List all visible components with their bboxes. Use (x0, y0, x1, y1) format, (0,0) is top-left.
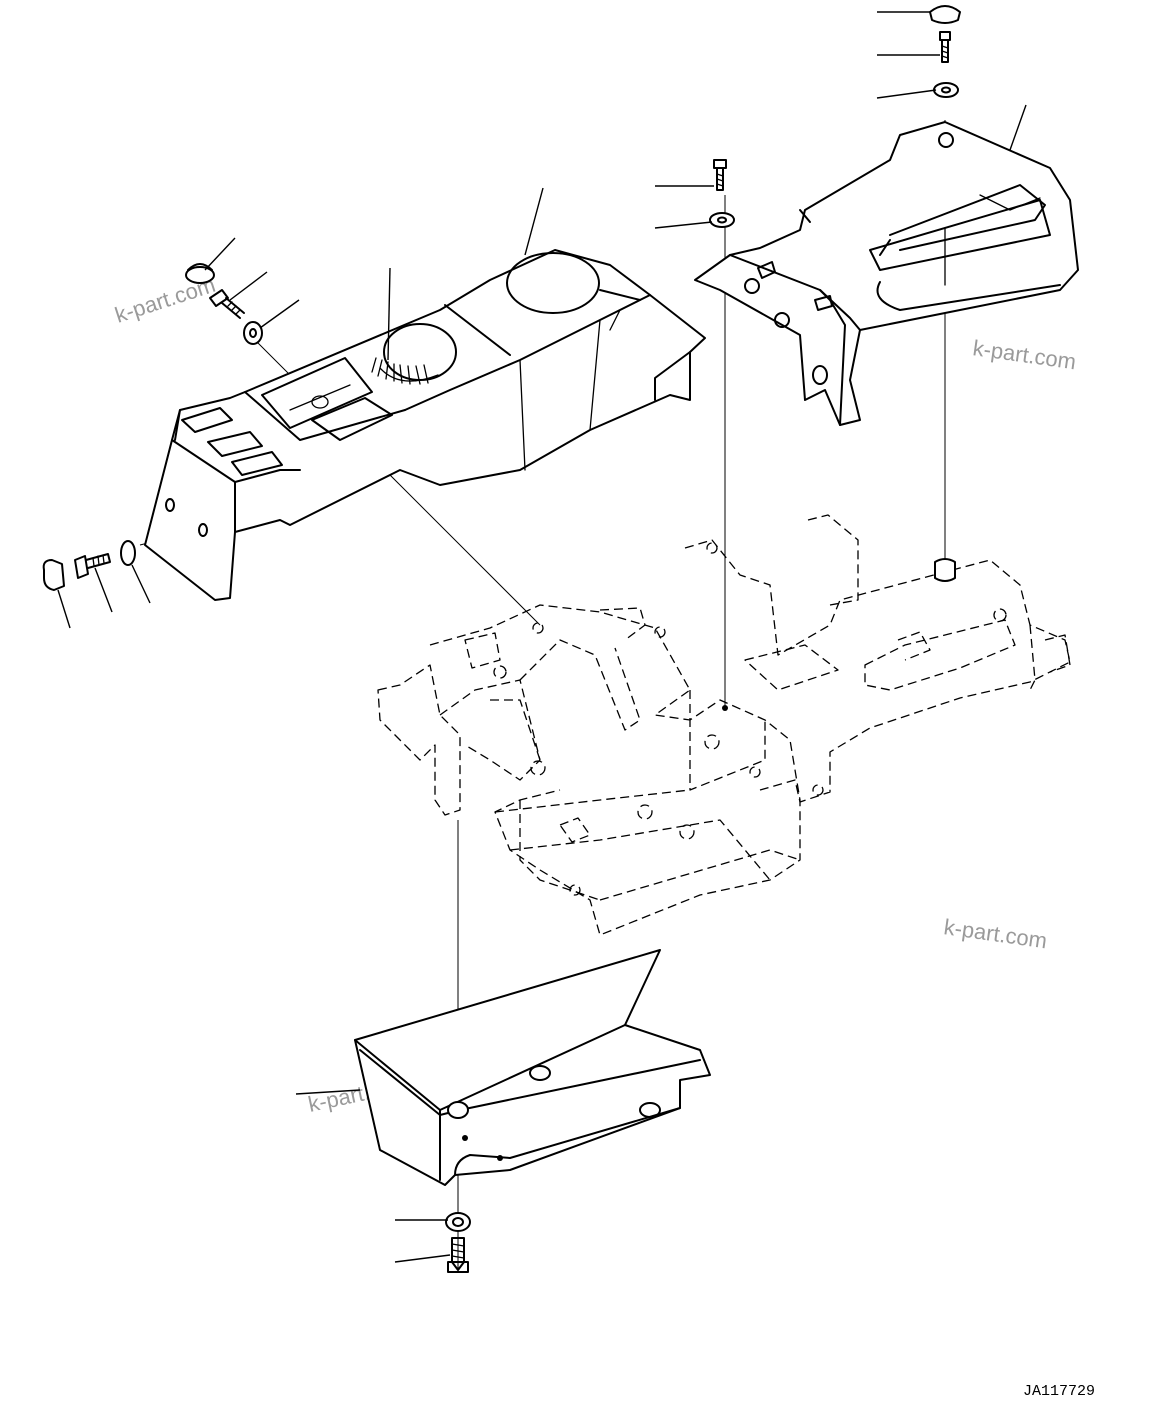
watermark-2: k-part.com (971, 335, 1077, 374)
washer (933, 82, 959, 98)
console-cover (144, 249, 706, 601)
watermark-3: k-part.com (942, 914, 1048, 953)
fasteners (42, 5, 961, 1273)
cap-nut (929, 5, 961, 24)
drawing-code: JA117729 (1023, 1383, 1095, 1400)
cup-holder-ring (506, 252, 600, 314)
slot-opening-2 (311, 397, 393, 441)
base-frame (377, 514, 1071, 936)
rear-cover (694, 121, 1079, 426)
slot-opening-1 (261, 357, 373, 429)
switch-cutout-2 (207, 431, 263, 457)
knob (185, 266, 215, 284)
switch-cutout-3 (231, 451, 283, 476)
leader-lines (57, 11, 1027, 1263)
switch-cutout-1 (181, 407, 233, 433)
watermark-1: k-part.com (112, 272, 219, 328)
floor-pan (354, 949, 711, 1186)
